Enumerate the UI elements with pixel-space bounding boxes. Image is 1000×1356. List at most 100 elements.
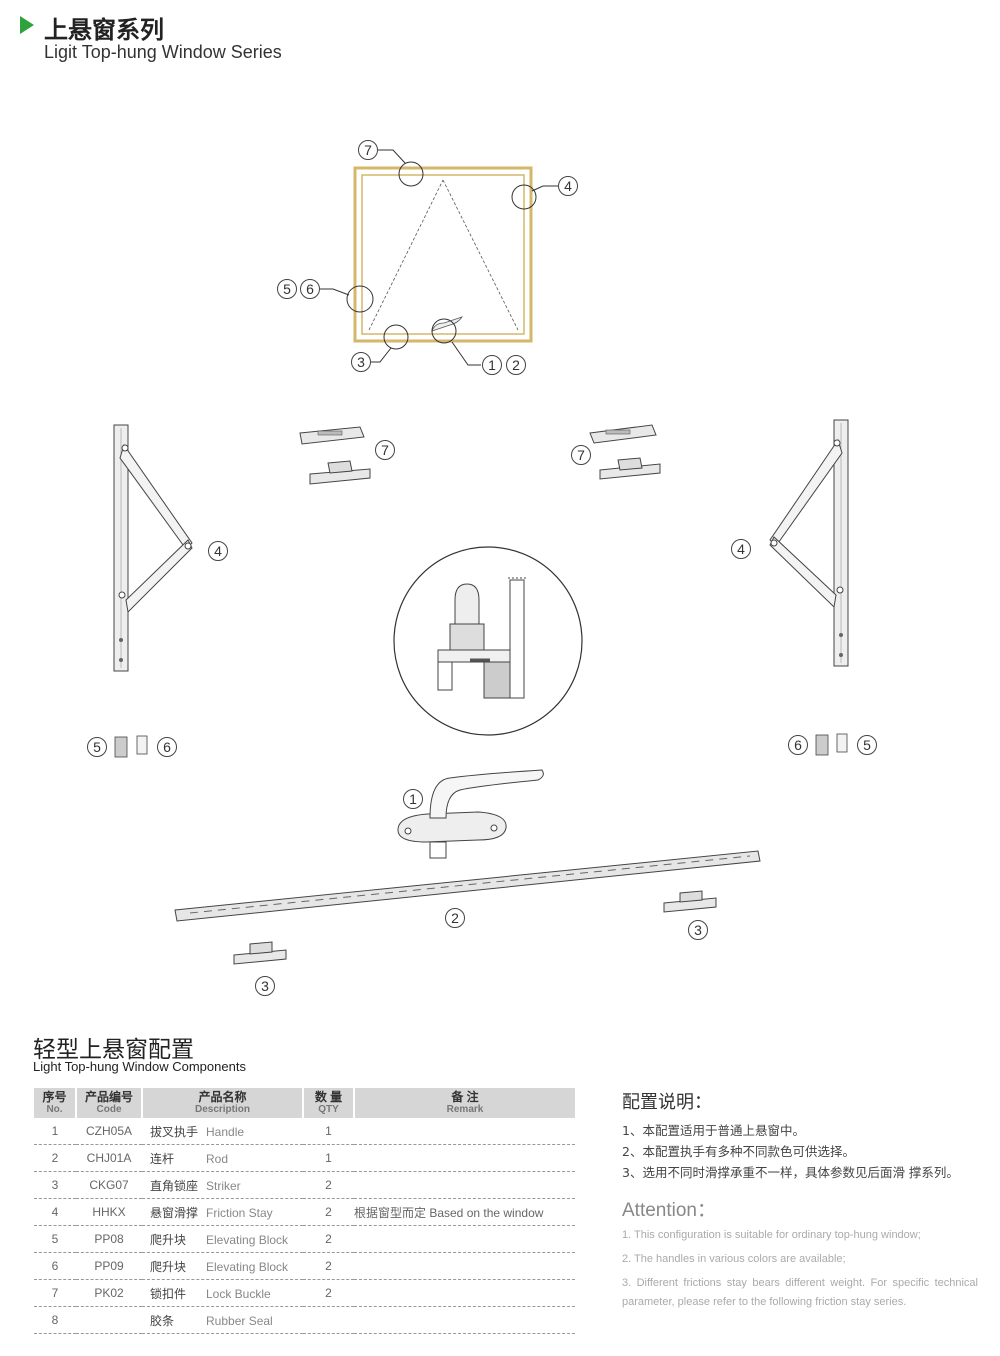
svg-text:2: 2: [512, 357, 520, 373]
callout-4-right: 4: [731, 539, 751, 559]
row-remark: [354, 1306, 575, 1334]
svg-text:6: 6: [794, 737, 802, 753]
callout-6-top: 6: [300, 279, 320, 299]
row-qty: 2: [303, 1225, 354, 1253]
elevating-blocks-left: [114, 735, 148, 758]
svg-text:5: 5: [93, 739, 101, 755]
attention-title: Attention：: [622, 1200, 716, 1221]
svg-text:6: 6: [163, 739, 171, 755]
note-en-2: 2. The handles in various colors are ava…: [622, 1253, 846, 1265]
friction-stay-left: [113, 424, 193, 672]
row-remark: [354, 1252, 575, 1280]
callout-3-top: 3: [351, 352, 371, 372]
svg-text:4: 4: [564, 178, 572, 194]
row-no: 2: [34, 1144, 76, 1172]
row-no: 5: [34, 1225, 76, 1253]
row-no: 3: [34, 1171, 76, 1199]
row-remark: [354, 1144, 575, 1172]
svg-text:3: 3: [357, 354, 365, 370]
row-remark: [354, 1171, 575, 1199]
note-cn-3: 3、选用不同时滑撑承重不一样，具体参数见后面滑 撑系列。: [622, 1165, 959, 1180]
callout-6-right: 6: [788, 735, 808, 755]
striker-left: [233, 941, 287, 965]
callout-5-right: 5: [857, 735, 877, 755]
svg-text:7: 7: [577, 447, 585, 463]
row-no: 4: [34, 1198, 76, 1226]
page-title-en: Ligit Top-hung Window Series: [44, 42, 282, 62]
window-frame: [320, 149, 558, 366]
row-code: PP08: [76, 1225, 142, 1253]
notes-title: 配置说明：: [622, 1092, 712, 1113]
svg-text:3: 3: [694, 922, 702, 938]
row-qty: 1: [303, 1118, 354, 1145]
row-code: CZH05A: [76, 1118, 142, 1145]
row-code: PP09: [76, 1252, 142, 1280]
callout-3-right: 3: [688, 920, 708, 940]
components-title-en: Light Top-hung Window Components: [33, 1059, 246, 1074]
callout-5-top: 5: [277, 279, 297, 299]
triangle-arrow-icon: [20, 16, 34, 34]
row-remark: [354, 1118, 575, 1145]
svg-text:3: 3: [261, 978, 269, 994]
svg-text:6: 6: [306, 281, 314, 297]
callout-3-left: 3: [255, 976, 275, 996]
row-qty: 2: [303, 1171, 354, 1199]
window-hardware-diagram: 7 4 5 6 3 1 2 7 7 4: [87, 140, 877, 996]
row-remark: [354, 1279, 575, 1307]
callout-7-right: 7: [571, 445, 591, 465]
row-no: 1: [34, 1118, 76, 1145]
row-qty: 2: [303, 1252, 354, 1280]
callout-4-top: 4: [558, 176, 578, 196]
note-cn-2: 2、本配置执手有多种不同款色可供选择。: [622, 1144, 855, 1159]
row-qty: [303, 1306, 354, 1334]
callout-7-top: 7: [358, 140, 378, 160]
row-code: CHJ01A: [76, 1144, 142, 1172]
handle: [397, 769, 544, 859]
row-qty: 2: [303, 1198, 354, 1226]
note-en-3: 3. Different frictions stay bears differ…: [622, 1277, 978, 1308]
row-no: 8: [34, 1306, 76, 1334]
row-code: PK02: [76, 1279, 142, 1307]
callout-5-left: 5: [87, 737, 107, 757]
lock-buckle-right: [589, 424, 661, 480]
note-cn-1: 1、本配置适用于普通上悬窗中。: [622, 1123, 805, 1138]
callout-4-left: 4: [208, 541, 228, 561]
row-code: HHKX: [76, 1198, 142, 1226]
svg-text:7: 7: [364, 142, 372, 158]
callout-6-left: 6: [157, 737, 177, 757]
lock-buckle-left: [299, 426, 371, 485]
svg-text:1: 1: [409, 791, 417, 807]
svg-text:5: 5: [863, 737, 871, 753]
row-no: 6: [34, 1252, 76, 1280]
row-remark: 根据窗型而定 Based on the window: [354, 1198, 575, 1226]
components-title-cn: 轻型上悬窗配置: [33, 1037, 194, 1063]
svg-text:1: 1: [488, 357, 496, 373]
row-code: CKG07: [76, 1171, 142, 1199]
callout-1-handle: 1: [403, 789, 423, 809]
striker-right: [663, 890, 717, 913]
callout-1-top: 1: [482, 355, 502, 375]
row-code: [76, 1306, 142, 1334]
svg-text:4: 4: [214, 543, 222, 559]
note-en-1: 1. This configuration is suitable for or…: [622, 1229, 921, 1241]
row-qty: 1: [303, 1144, 354, 1172]
callout-2-rod: 2: [445, 908, 465, 928]
